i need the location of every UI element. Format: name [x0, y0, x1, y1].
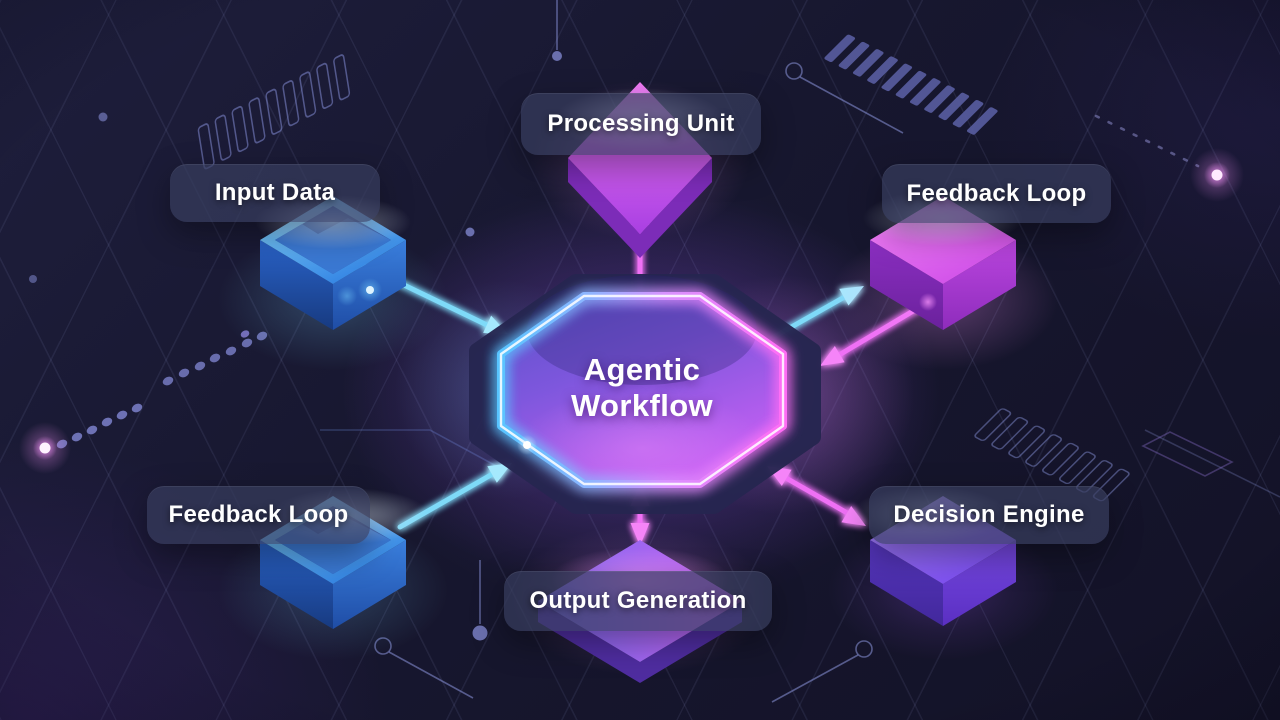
- node-label-input-data: Input Data: [170, 164, 380, 222]
- node-label-processing-unit: Processing Unit: [521, 93, 761, 155]
- node-label-output-generation: Output Generation: [504, 571, 772, 631]
- node-label-feedback-loop-right: Feedback Loop: [882, 164, 1111, 223]
- node-label-feedback-loop-left: Feedback Loop: [147, 486, 370, 544]
- dotted-trail-left: [56, 330, 268, 449]
- dashed-trail-right: [1094, 114, 1244, 202]
- glow-dot-left: [19, 422, 71, 474]
- node-label-decision-engine: Decision Engine: [869, 486, 1109, 544]
- chip-bars-outline-top-left: [197, 54, 351, 170]
- center-node-label: Agentic Workflow: [570, 352, 714, 423]
- chip-bars-filled-top-right: [824, 34, 998, 135]
